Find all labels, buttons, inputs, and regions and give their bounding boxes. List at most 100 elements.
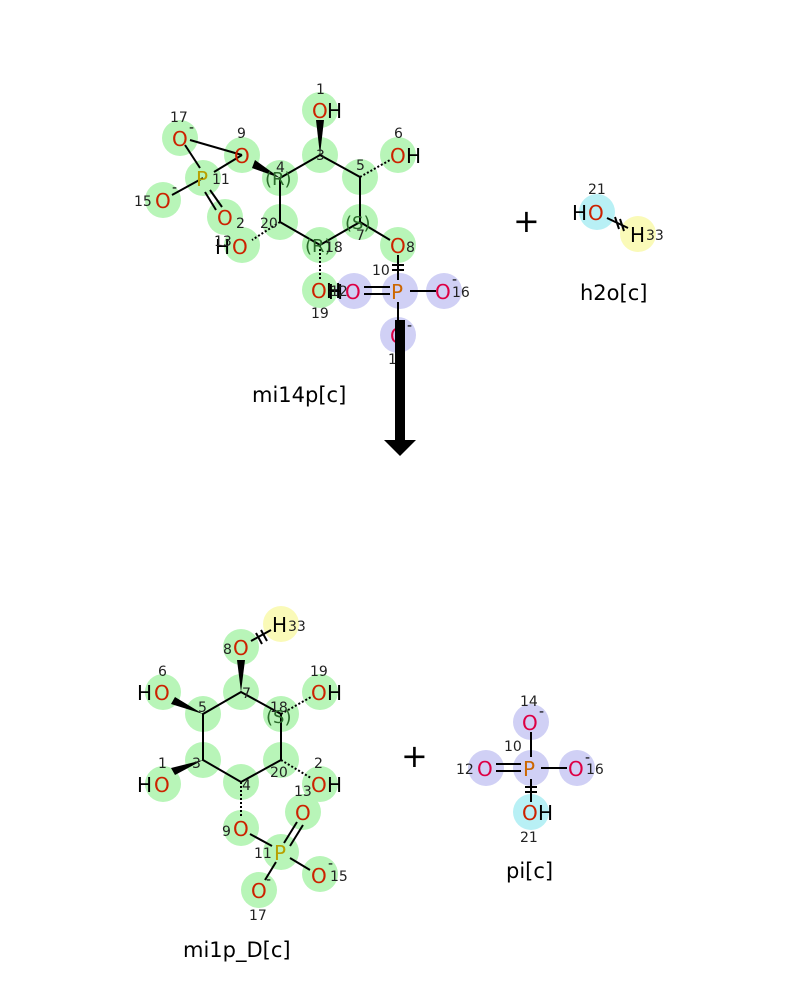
atom-O6-product: O [154,681,170,705]
atom-H1: H [327,99,342,123]
atom-number-18: 18 [325,240,343,256]
atom-number-33: 33 [646,228,664,244]
atom-O9-product: O [233,817,249,841]
atom-O1-product: O [154,773,170,797]
atom-O13: O [217,206,233,230]
atom-number-4: 4 [276,160,285,176]
atom-O15-product: O [311,864,327,888]
atom-number-21: 21 [588,182,606,198]
atom-O8-product: O [233,636,249,660]
atom-O12-pi: O [477,757,493,781]
atom-number-10: 10 [372,263,390,279]
atom-H1-product: H [137,773,152,797]
atom-O2: O [232,235,248,259]
atom-number-18-product: 18 [270,700,288,716]
atom-number-7-product: 7 [242,686,251,702]
atom-number-15: 15 [134,194,152,210]
molecule-h2o: H O 21 H 33 h2o[c] [572,182,664,305]
charge-14-pi: - [539,704,544,720]
plus-sign-products: + [401,737,428,775]
atom-number-11-product: 11 [254,846,272,862]
atom-number-2: 2 [236,216,245,232]
stereo-label-18: (R) [305,236,332,257]
charge-16: - [452,272,457,288]
atom-number-19-product: 19 [310,664,328,680]
charge-17: - [189,120,194,136]
atom-O8: O [390,234,406,258]
atom-O13-product: O [295,801,311,825]
stereo-label-4: (R) [265,169,292,190]
atom-number-17: 17 [170,110,188,126]
charge-15: - [172,180,177,196]
atom-number-13: 13 [214,234,232,250]
atom-number-16-pi: 16 [586,762,604,778]
atom-number-7: 7 [356,228,365,244]
atom-O14-pi: O [522,711,538,735]
atom-P11: P [196,167,208,191]
charge-14: - [407,318,412,334]
atom-number-12-pi: 12 [456,762,474,778]
charge-17-product: - [266,872,271,888]
atom-H12: H [328,280,343,304]
label-pi: pi[c] [506,859,553,883]
atom-O17-product: O [251,879,267,903]
atom-H19-product: H [327,681,342,705]
atom-O21-pi: O [522,801,538,825]
atom-H21-pi: H [538,801,553,825]
reaction-arrow [384,320,416,456]
atom-number-1-product: 1 [158,756,167,772]
atom-O19: O [311,279,327,303]
atom-O9: O [234,144,250,168]
atom-number-6: 6 [394,126,403,142]
atom-O17: O [172,127,188,151]
atom-number-17-product: 17 [249,908,267,924]
charge-16-pi: - [585,750,590,766]
atom-number-33-product: 33 [288,619,306,635]
atom-O15: O [155,189,171,213]
atom-P11-product: P [274,841,286,865]
stereo-label-18-product: (S) [266,707,291,728]
atom-number-8-product: 8 [223,642,232,658]
atom-O2-product: O [311,773,327,797]
molecule-mi1p-D: O 8 H 33 7 5 18 (S) H O 6 O H 19 3 20 4 … [137,606,348,963]
atom-number-10-pi: 10 [504,739,522,755]
molecule-pi: O - 14 10 P 12 O O - 16 O H 21 pi[c] [456,694,604,883]
plus-sign-reactants: + [513,202,540,240]
atom-number-12: 12 [330,284,348,300]
atom-O19-product: O [311,681,327,705]
charge-15-product: - [328,856,333,872]
atom-H6: H [406,144,421,168]
atom-O16-pi: O [568,757,584,781]
atom-number-14-pi: 14 [520,694,538,710]
atom-O21: O [588,201,604,225]
atom-number-3-product: 3 [192,756,201,772]
atom-H2-product: H [327,773,342,797]
atom-number-11: 11 [212,172,230,188]
atom-number-2-product: 2 [314,756,323,772]
atom-number-1: 1 [316,82,325,98]
atom-H-water: H [572,201,587,225]
atom-H33-product: H [272,613,287,637]
atom-number-9: 9 [237,126,246,142]
atom-number-9-product: 9 [222,824,231,840]
atom-number-15-product: 15 [330,869,348,885]
atom-O12: O [345,280,361,304]
atom-number-8: 8 [406,240,415,256]
atom-number-5-product: 5 [198,700,207,716]
atom-number-3: 3 [316,148,325,164]
atom-number-13-product: 13 [294,784,312,800]
label-mi1p-D: mi1p_D[c] [183,938,291,963]
atom-H2: H [215,235,230,259]
atom-number-6-product: 6 [158,664,167,680]
atom-O1: O [312,99,328,123]
atom-number-19: 19 [311,306,329,322]
atom-O16: O [435,280,451,304]
label-h2o: h2o[c] [580,281,647,305]
atom-H6-product: H [137,681,152,705]
label-mi14p: mi14p[c] [252,383,346,407]
stereo-label-7: (S) [345,213,370,234]
atom-P10: P [391,280,403,304]
atom-number-5: 5 [356,158,365,174]
atom-number-16: 16 [452,285,470,301]
atom-H19: H [326,279,341,303]
